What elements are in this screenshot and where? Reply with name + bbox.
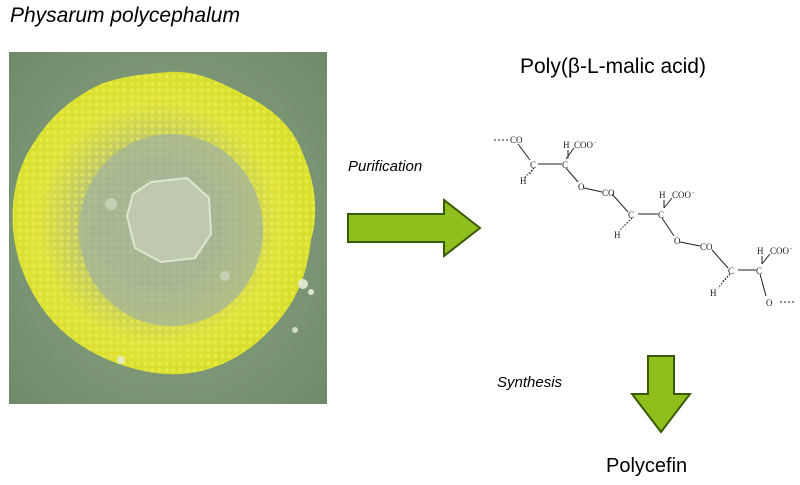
atom-o: O bbox=[578, 182, 585, 192]
beta-symbol: β bbox=[567, 55, 580, 78]
purification-label: Purification bbox=[348, 158, 423, 175]
atom-c: C bbox=[628, 210, 634, 220]
atom-o: O bbox=[674, 236, 681, 246]
atom-co: CO bbox=[602, 188, 615, 198]
atom-h: H bbox=[710, 288, 717, 298]
atom-h: H bbox=[757, 246, 764, 256]
atom-h: H bbox=[659, 190, 666, 200]
atom-co: CO bbox=[700, 242, 713, 252]
atom-h: H bbox=[520, 176, 527, 186]
charge-minus: - bbox=[692, 190, 694, 196]
atom-c: C bbox=[658, 210, 664, 220]
atom-coo: COO bbox=[770, 246, 790, 256]
arrow-right bbox=[347, 198, 482, 258]
synthesis-label: Synthesis bbox=[497, 374, 563, 391]
chemical-structure: CO C C H COO - H O CO C C H COO - H O CO… bbox=[494, 135, 796, 308]
atom-c: C bbox=[562, 160, 568, 170]
arrow-down bbox=[630, 355, 692, 434]
bubble bbox=[220, 271, 230, 281]
atom-h: H bbox=[614, 230, 621, 240]
charge-minus: - bbox=[594, 140, 596, 146]
product-label: Polycefin bbox=[606, 455, 688, 477]
atom-h: H bbox=[563, 140, 570, 150]
atom-c: C bbox=[728, 266, 734, 276]
atom-coo: COO bbox=[672, 190, 692, 200]
atom-c: C bbox=[756, 266, 762, 276]
bubble bbox=[105, 198, 117, 210]
central-inoculum bbox=[125, 176, 213, 264]
organism-title: Physarum polycephalum bbox=[10, 4, 240, 27]
atom-o: O bbox=[766, 298, 773, 308]
bubble bbox=[292, 327, 298, 333]
polymer-title: Poly(β-L-malic acid) bbox=[520, 55, 706, 78]
bubble bbox=[308, 289, 314, 295]
atom-c: C bbox=[530, 160, 536, 170]
charge-minus: - bbox=[790, 246, 792, 252]
atom-co: CO bbox=[510, 135, 523, 145]
atom-coo: COO bbox=[574, 140, 594, 150]
bubble bbox=[117, 356, 125, 364]
bubble bbox=[298, 279, 308, 289]
slime-mold-photo bbox=[9, 52, 327, 404]
